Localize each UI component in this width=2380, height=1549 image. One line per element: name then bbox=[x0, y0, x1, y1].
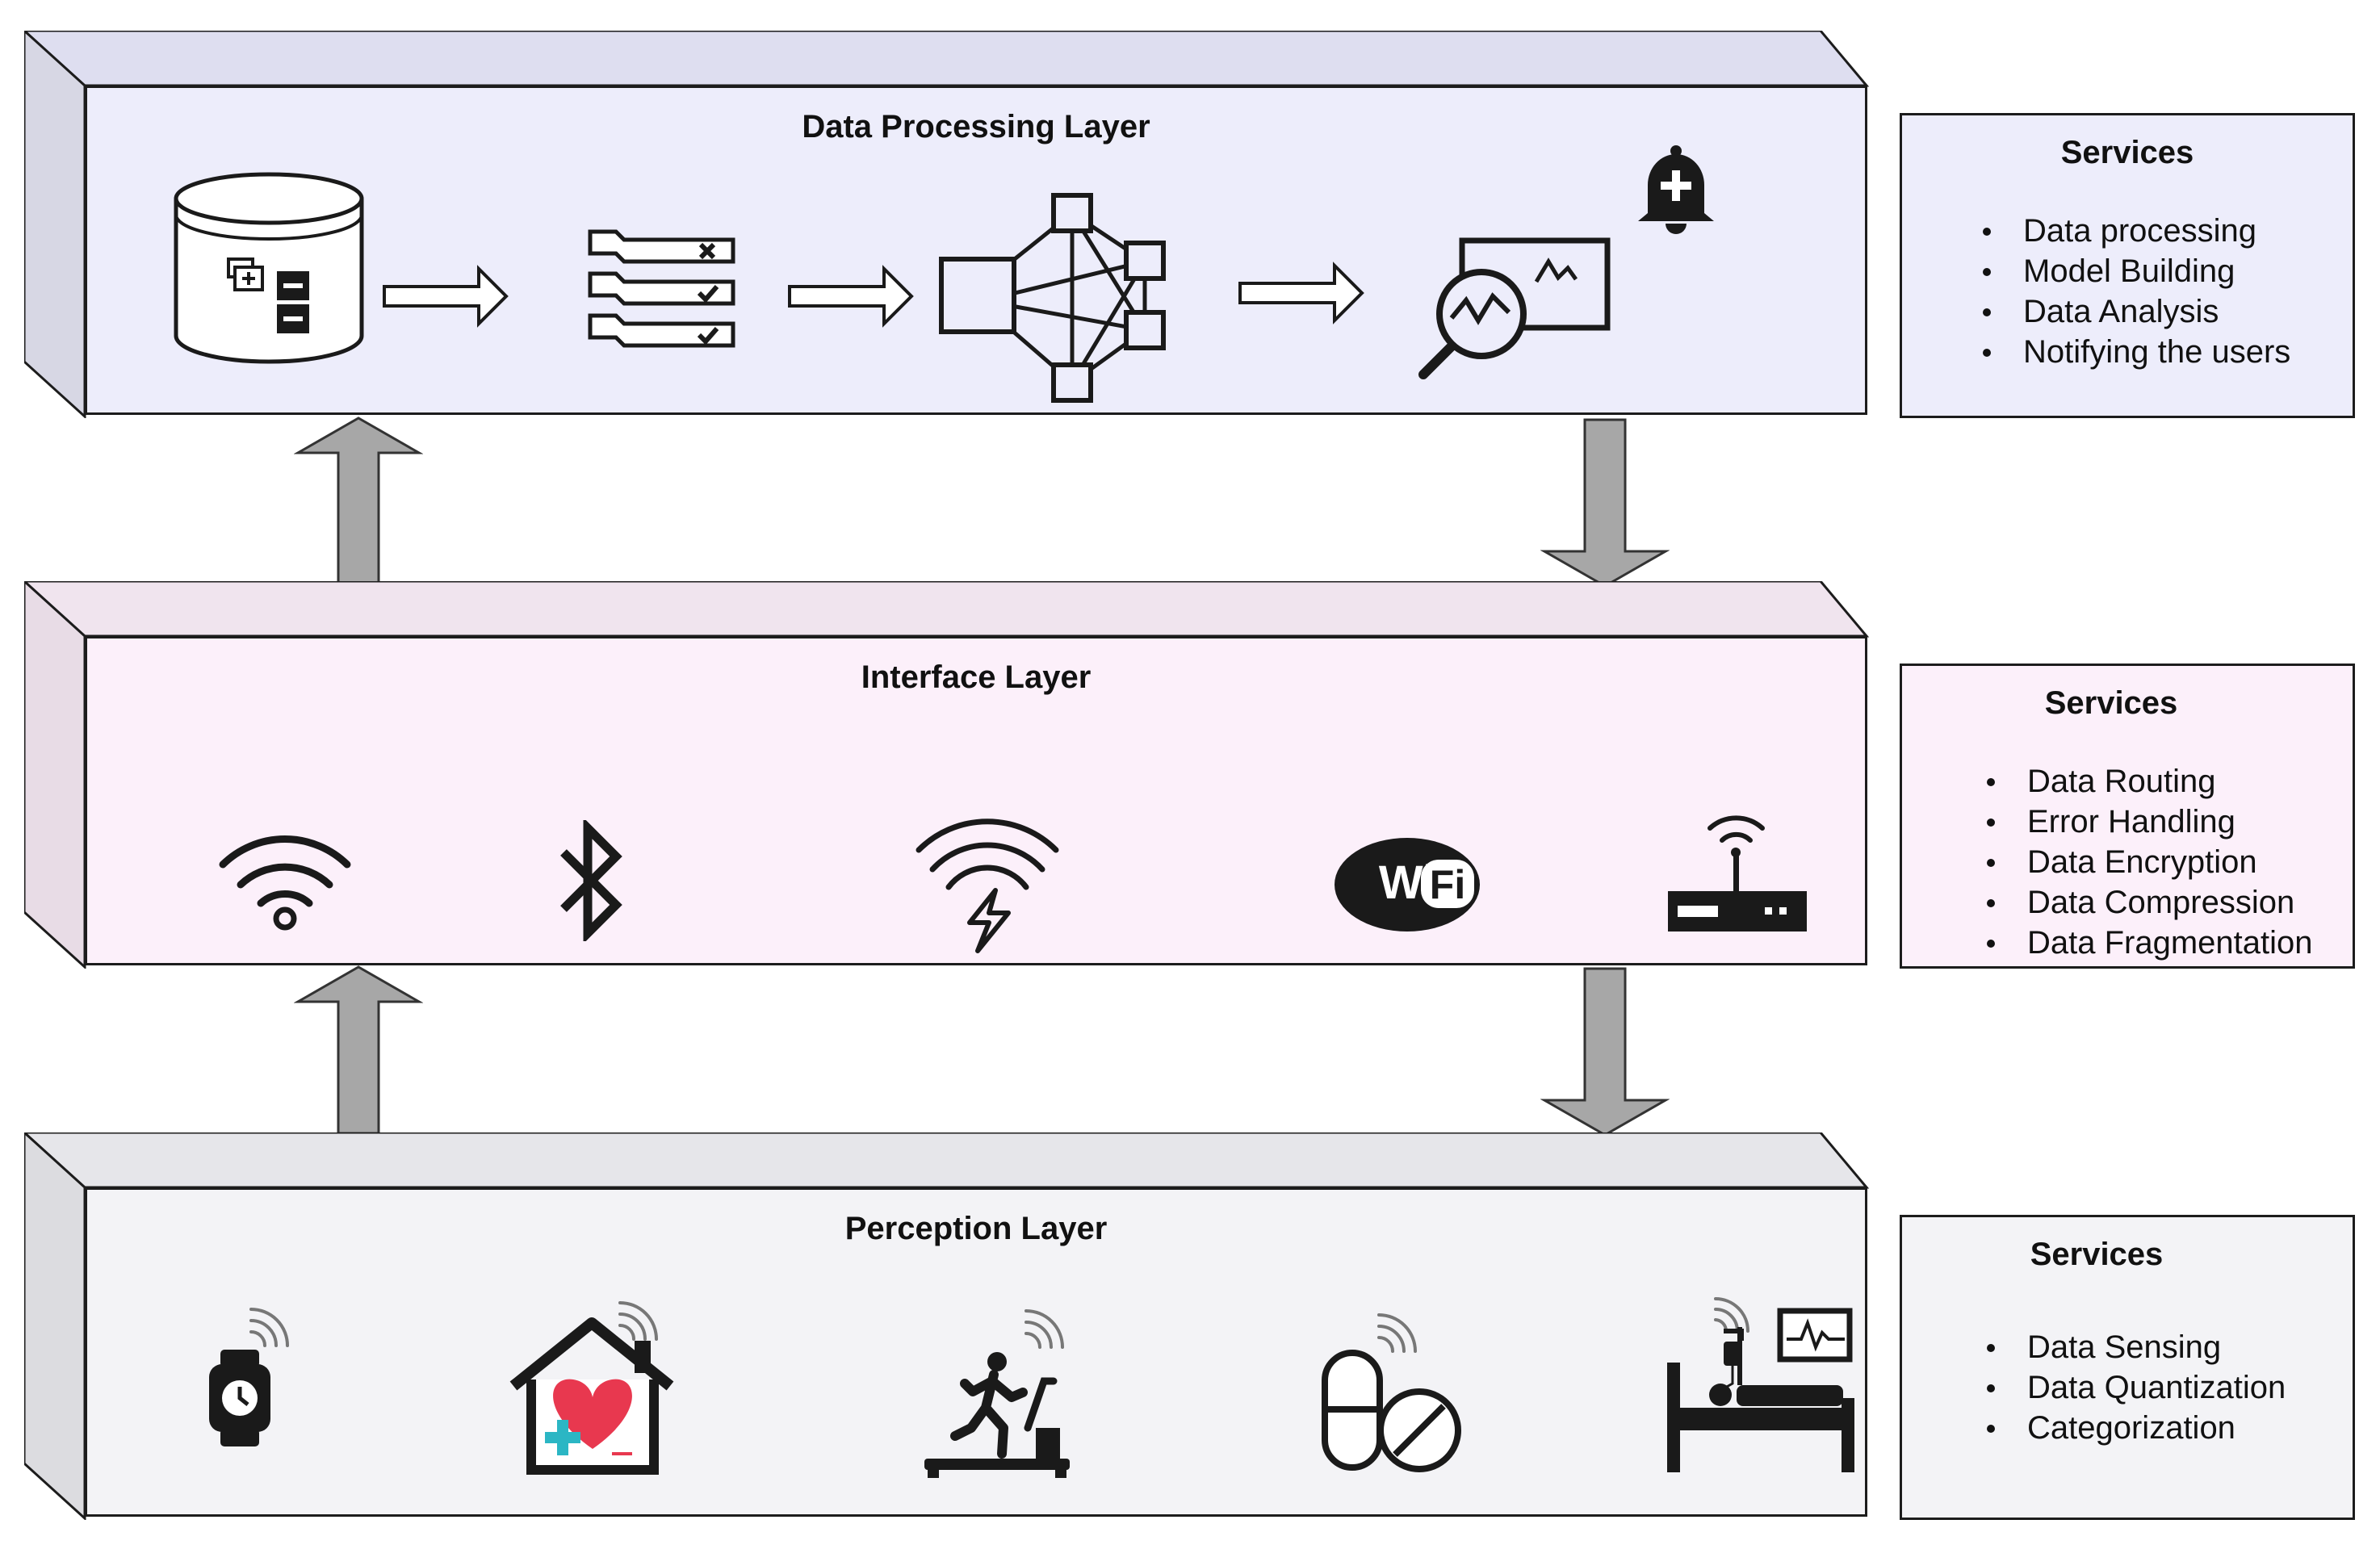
treadmill-runner-icon bbox=[924, 1309, 1070, 1478]
down-arrow-icon bbox=[1540, 967, 1670, 1137]
interface-layer-front: Interface Layer Wi bbox=[85, 636, 1867, 965]
list-item: Data Compression bbox=[1987, 882, 2313, 923]
processing-layer-front: Data Processing Layer bbox=[85, 86, 1867, 415]
analysis-monitor-icon bbox=[1418, 237, 1611, 379]
smartwatch-icon bbox=[209, 1308, 289, 1446]
list-item: Data Sensing bbox=[1986, 1327, 2286, 1367]
bluetooth-icon bbox=[560, 820, 622, 941]
list-item: Data Encryption bbox=[1987, 842, 2313, 882]
list-item: Error Handling bbox=[1987, 802, 2313, 842]
pills-icon bbox=[1322, 1313, 1461, 1472]
neural-network-icon bbox=[939, 193, 1166, 403]
hospital-bed-monitor-icon bbox=[1667, 1297, 1854, 1472]
list-item: Data Fragmentation bbox=[1987, 923, 2313, 963]
list-item: Data Routing bbox=[1987, 761, 2313, 802]
up-arrow-icon bbox=[294, 417, 423, 586]
list-item: Categorization bbox=[1986, 1408, 2286, 1448]
medical-bell-icon bbox=[1638, 145, 1714, 234]
processing-services-box: Services Data processing Model Building … bbox=[1900, 113, 2355, 418]
processing-services-title: Services bbox=[2060, 135, 2194, 170]
perception-services-box: Services Data Sensing Data Quantization … bbox=[1900, 1215, 2355, 1520]
right-arrow-icon bbox=[1238, 262, 1364, 324]
checklist-icon bbox=[588, 229, 735, 348]
interface-layer-title: Interface Layer bbox=[861, 659, 1092, 695]
database-folder-icon bbox=[174, 172, 364, 364]
processing-services-list: Data processing Model Building Data Anal… bbox=[1982, 211, 2290, 372]
right-arrow-icon bbox=[383, 265, 509, 328]
wifi-logo-icon: Wi Fi bbox=[1335, 838, 1480, 931]
processing-layer-depth bbox=[24, 31, 1870, 418]
perception-services-title: Services bbox=[2030, 1237, 2164, 1272]
list-item: Model Building bbox=[1982, 251, 2290, 291]
interface-services-list: Data Routing Error Handling Data Encrypt… bbox=[1987, 761, 2313, 963]
up-arrow-icon bbox=[294, 965, 423, 1135]
perception-layer-depth bbox=[24, 1132, 1870, 1520]
list-item: Notifying the users bbox=[1982, 332, 2290, 372]
perception-services-list: Data Sensing Data Quantization Categoriz… bbox=[1986, 1327, 2286, 1448]
right-arrow-icon bbox=[788, 265, 914, 328]
list-item: Data Quantization bbox=[1986, 1367, 2286, 1408]
down-arrow-icon bbox=[1540, 418, 1670, 588]
wifi-signal-icon bbox=[219, 835, 351, 931]
router-icon bbox=[1668, 815, 1807, 931]
list-item: Data Analysis bbox=[1982, 291, 2290, 332]
interface-services-box: Services Data Routing Error Handling Dat… bbox=[1900, 664, 2355, 969]
smart-home-heart-icon bbox=[509, 1301, 674, 1475]
perception-layer-front: Perception Layer bbox=[85, 1187, 1867, 1517]
svg-text:Fi: Fi bbox=[1430, 862, 1465, 907]
list-item: Data processing bbox=[1982, 211, 2290, 251]
perception-layer-title: Perception Layer bbox=[844, 1211, 1108, 1246]
wireless-charging-icon bbox=[916, 818, 1059, 953]
processing-layer-title: Data Processing Layer bbox=[802, 109, 1150, 144]
interface-services-title: Services bbox=[2044, 685, 2178, 721]
